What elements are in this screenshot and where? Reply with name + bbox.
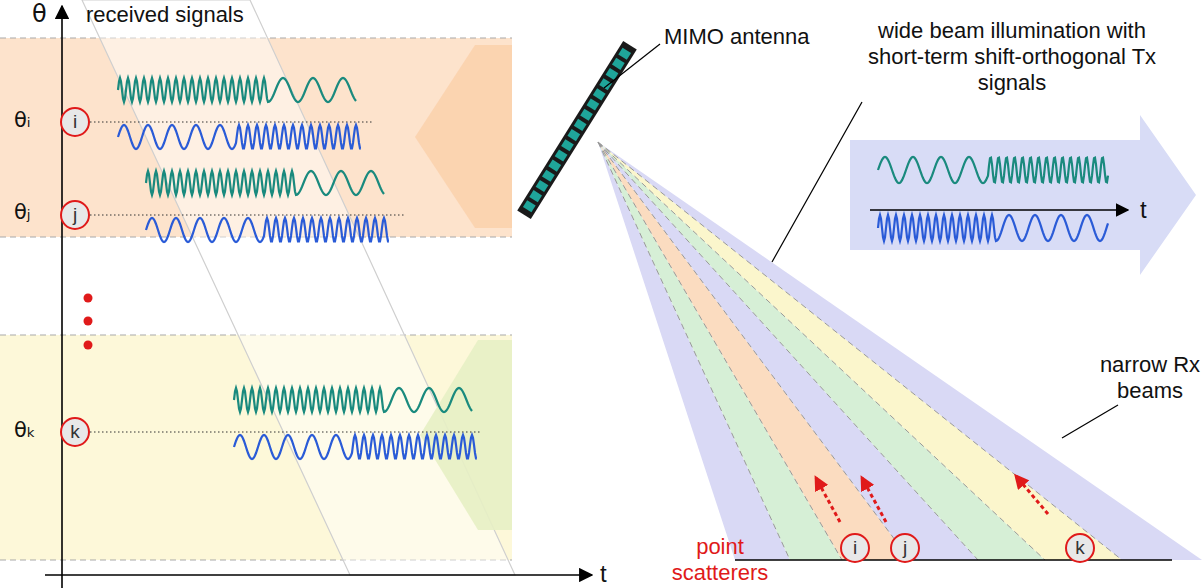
- leader-line: [772, 102, 862, 262]
- antenna-element: [561, 139, 574, 151]
- tx-arrow: [850, 115, 1196, 275]
- scatterer-index: k: [1075, 537, 1085, 559]
- scatterer-index: j: [903, 537, 907, 559]
- beam-border: [598, 142, 790, 560]
- text-label: narrow Rx beams: [1098, 352, 1202, 404]
- scatterer-circle: i: [60, 107, 90, 137]
- text-label: MIMO antenna: [664, 24, 864, 50]
- tx-time-axis: [870, 209, 1128, 211]
- tx-waveform: [878, 157, 1108, 183]
- tx-waveform: [878, 215, 1108, 241]
- antenna-element: [523, 200, 536, 212]
- received-waveform: [118, 78, 356, 102]
- echo-arrows: [816, 476, 1048, 522]
- received-waveform: [234, 435, 477, 459]
- receive-arrow: [420, 340, 512, 530]
- text-label: θₖ: [14, 418, 60, 443]
- antenna-element: [593, 88, 606, 100]
- scatterer-circle: k: [1065, 533, 1095, 563]
- angle-lines: [62, 122, 480, 432]
- scatterer-index: i: [853, 537, 857, 559]
- text-label: t: [600, 560, 624, 588]
- antenna-element: [612, 58, 625, 70]
- antenna-element: [529, 190, 542, 202]
- scatterer-circle: j: [890, 533, 920, 563]
- theta-axis: [61, 6, 63, 588]
- scatterer-index: k: [70, 421, 80, 443]
- receive-arrow: [415, 45, 512, 228]
- ellipsis-dots: [84, 294, 93, 350]
- time-axis: [45, 574, 592, 576]
- text-label: t: [1140, 196, 1164, 224]
- scatterer-circle: k: [60, 417, 90, 447]
- mimo-antenna: [517, 41, 637, 219]
- scatterer-index: j: [73, 204, 77, 226]
- received-waveform: [118, 125, 361, 149]
- antenna-element: [574, 119, 587, 131]
- scatterer-index: i: [73, 111, 77, 133]
- antenna-element: [580, 109, 593, 121]
- received-waveform: [146, 218, 389, 242]
- waveforms: [118, 78, 1108, 459]
- antenna-element: [618, 48, 631, 60]
- received-waveform: [234, 388, 472, 412]
- ground-line: [735, 559, 1172, 561]
- antenna-element: [536, 180, 549, 192]
- antenna-element: [587, 99, 600, 111]
- text-label: wide beam illumination with short-term s…: [852, 18, 1172, 96]
- antenna-element: [599, 78, 612, 90]
- leader-line: [1062, 405, 1118, 438]
- antenna-element: [542, 170, 555, 182]
- time-window: [82, 0, 515, 575]
- scatterer-circle: j: [60, 200, 90, 230]
- scatterer-circle: i: [840, 533, 870, 563]
- leader-line: [604, 44, 660, 88]
- text-label: θⱼ: [14, 200, 60, 225]
- beam-border: [598, 142, 842, 560]
- antenna-element: [567, 129, 580, 141]
- text-label: point scatterers: [665, 534, 775, 586]
- antenna-element: [548, 160, 561, 172]
- text-label: θ: [32, 0, 62, 28]
- text-label: received signals: [86, 2, 326, 28]
- text-label: θᵢ: [14, 108, 60, 133]
- antenna-element: [555, 149, 568, 161]
- received-waveform: [146, 171, 384, 195]
